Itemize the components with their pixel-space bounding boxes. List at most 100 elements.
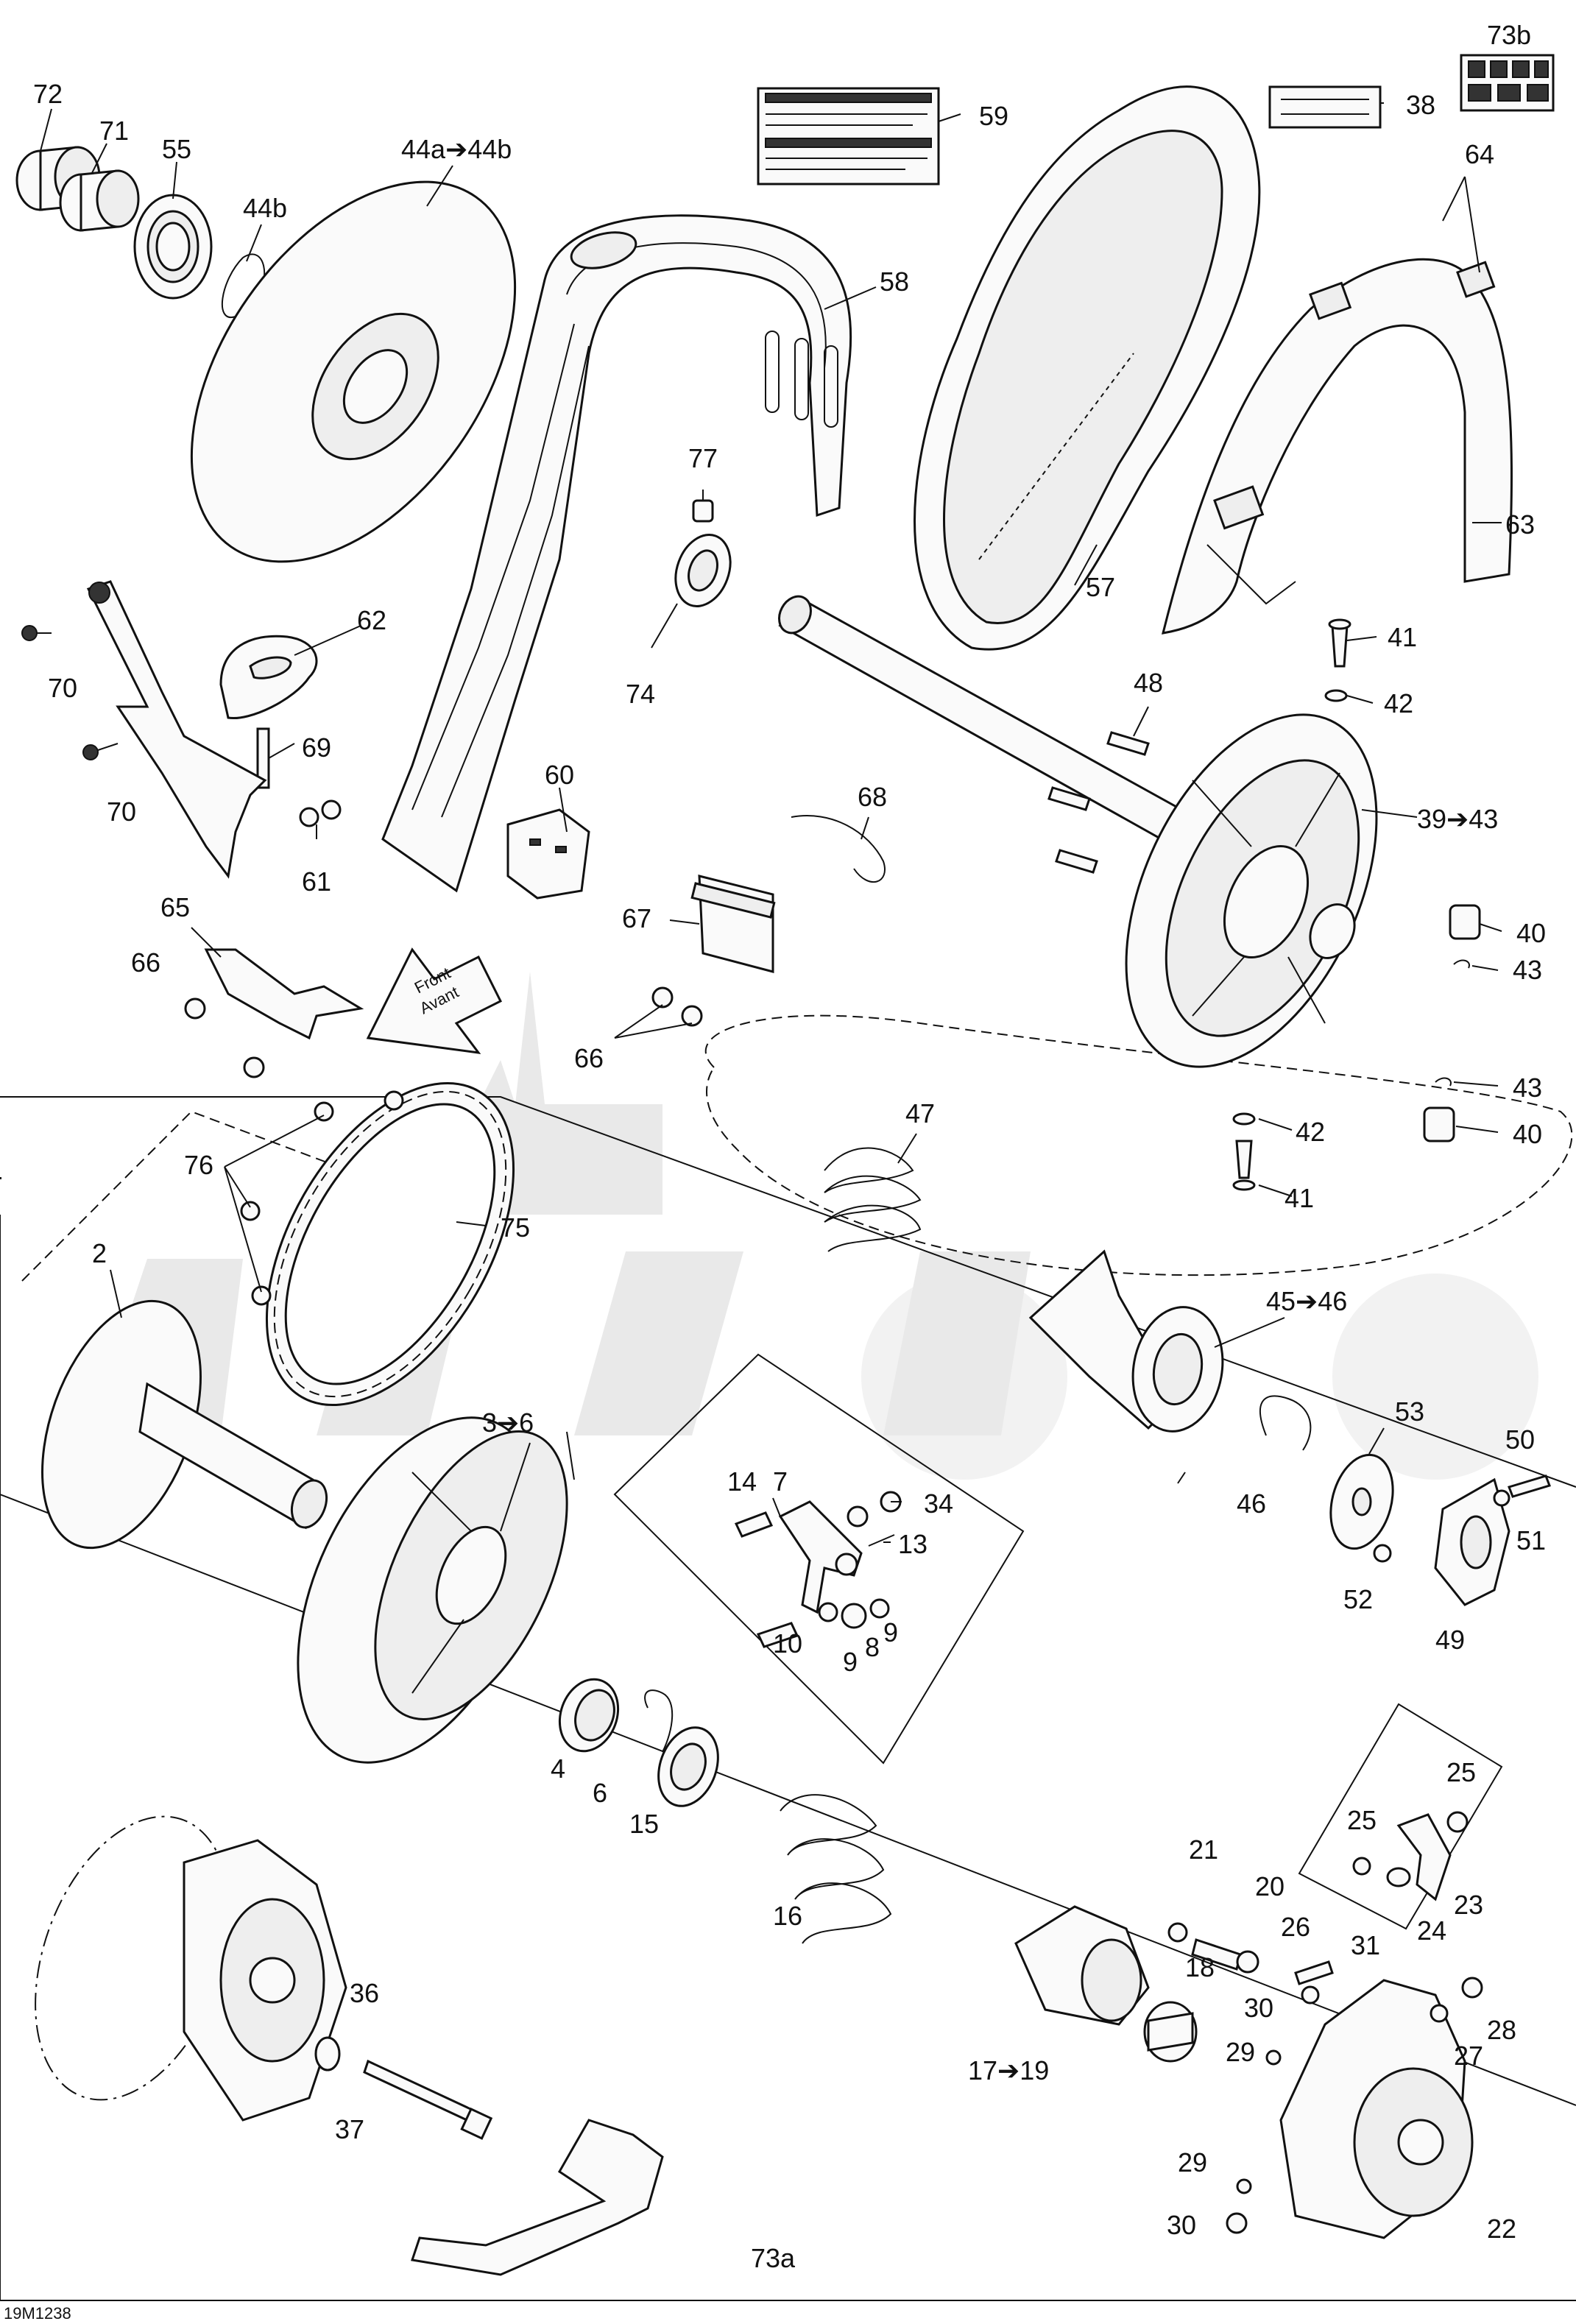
part-58-guard-support [381,214,852,893]
part-77-cap [692,499,714,523]
callout-36: 36 [350,1978,379,2008]
callout-42b: 42 [1296,1117,1325,1147]
callout-60: 60 [545,760,574,790]
callout-48: 48 [1134,668,1163,698]
part-42-washer-bottom [1232,1112,1256,1126]
callout-6: 6 [593,1778,607,1808]
callout-74: 74 [626,679,655,709]
callout-16: 16 [773,1901,802,1931]
part-59-warning-label [757,87,940,186]
part-18-bushing [1143,2001,1198,2063]
part-13-pin [868,1534,895,1547]
part-10-pin [756,1622,799,1648]
part-61-nut [299,799,342,827]
part-67-hinge [690,875,776,973]
callout-22: 22 [1487,2214,1516,2244]
callout-29b: 29 [1178,2147,1207,2178]
callouts: 72 71 55 44a➔44b 44b 59 58 38 73b 64 62 … [33,20,1546,2273]
callout-73b: 73b [1487,20,1531,50]
callout-28: 28 [1487,2015,1516,2045]
callout-66b: 66 [574,1043,604,1073]
part-66-screws [184,986,703,1078]
part-16-spring [780,1794,892,1944]
belt-guard-dashed-outline [704,1014,1573,1276]
part-40-slider-top [1449,904,1481,940]
callout-41a: 41 [1388,622,1417,652]
part-42-washer-top [1324,689,1348,702]
part-21-washer [1167,1922,1188,1943]
part-6-circlip [644,1689,674,1753]
callout-14: 14 [727,1466,757,1497]
lever-detail-box [613,1353,1025,1765]
callout-50: 50 [1505,1424,1535,1455]
callout-53: 53 [1395,1396,1424,1427]
callout-73a: 73a [751,2243,796,2273]
part-25-screws [1352,1811,1469,1876]
callout-20: 20 [1255,1871,1285,1901]
callout-59: 59 [979,101,1008,131]
callout-58: 58 [880,266,909,297]
callout-4: 4 [551,1753,565,1784]
sliding-block-detail-box [1298,1703,1503,1930]
callout-8: 8 [865,1632,880,1662]
part-47-spring [824,1147,922,1252]
callout-25a: 25 [1446,1757,1476,1787]
part-43-clip-bottom [1435,1077,1452,1087]
part-2-fixed-sheave [41,1299,328,1550]
callout-57: 57 [1086,572,1115,602]
part-76-bolts [240,1090,404,1306]
part-7-lever [778,1500,863,1614]
part-40-slider-bottom [1423,1106,1455,1142]
part-62-bumper [219,635,318,720]
callout-44a: 44a➔44b [401,134,512,164]
callout-76: 76 [184,1150,213,1180]
drawing-code: 19M1238 [4,2304,71,2323]
part-36-washer [314,2036,341,2072]
callout-3: 3➔6 [482,1408,534,1438]
part-52-nut [1373,1544,1392,1563]
part-41-screw-top [1328,618,1351,668]
callout-47: 47 [905,1098,935,1129]
part-70-bracket [21,580,267,879]
callout-44b: 44b [243,193,287,223]
callout-43a: 43 [1513,955,1542,985]
callout-40a: 40 [1516,918,1546,948]
callout-63: 63 [1505,509,1535,540]
callout-15: 15 [629,1809,659,1839]
part-73b-safety-label [1460,54,1555,112]
callout-30a: 30 [1244,1993,1273,2023]
part-46-circlip [1259,1395,1312,1451]
part-57-drive-belt [914,85,1261,651]
callout-43b: 43 [1513,1073,1542,1103]
part-3-movable-sheave [297,1416,568,1764]
callout-72: 72 [33,79,63,109]
callout-46: 46 [1237,1488,1266,1519]
part-43-clip-top [1453,959,1470,969]
callout-18: 18 [1185,1952,1215,1982]
part-44a-fixed-sheave [190,180,517,563]
callout-10: 10 [773,1628,802,1659]
part-4-bushing [558,1678,620,1753]
callout-25b: 25 [1347,1805,1377,1835]
callout-71: 71 [99,116,129,146]
callout-17: 17➔19 [968,2055,1049,2085]
callout-42a: 42 [1384,688,1413,718]
part-48-bolts [1047,731,1150,874]
part-50-screw [1508,1474,1551,1498]
callout-49: 49 [1435,1625,1465,1655]
part-38-label [1268,85,1382,129]
front-arrow: Front Avant [366,947,503,1054]
part-75-ring-gear [265,1081,515,1407]
callout-7: 7 [773,1466,788,1497]
part-41-screw-bottom [1232,1140,1256,1191]
callout-41b: 41 [1285,1183,1314,1213]
part-73a-bracket [411,2119,664,2276]
part-17-spider [1014,1905,1150,2026]
part-8-9-roller [818,1598,890,1629]
callout-45: 45➔46 [1266,1286,1347,1316]
callout-65: 65 [160,892,190,922]
part-27-28-nuts [1430,1977,1483,2023]
callout-30b: 30 [1167,2210,1196,2240]
callout-21: 21 [1189,1834,1218,1865]
part-53-washer [1329,1453,1394,1550]
